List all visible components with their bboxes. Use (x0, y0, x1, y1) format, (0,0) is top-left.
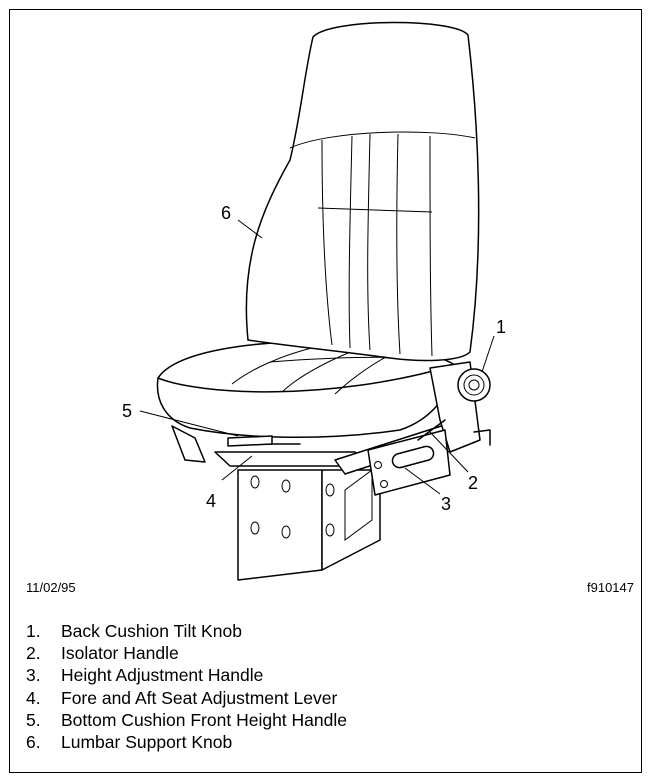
figure-frame (9, 9, 642, 773)
callout-5: 5 (122, 401, 133, 421)
front-handle (227, 435, 273, 447)
seat-backrest (245, 21, 480, 362)
legend-number: 3. (26, 665, 41, 686)
legend-number: 5. (26, 709, 41, 730)
legend-number: 2. (26, 643, 41, 664)
tilt-knob-mechanism (429, 361, 491, 453)
legend-label: Fore and Aft Seat Adjustment Lever (61, 687, 338, 708)
legend-item: 1. Back Cushion Tilt Knob (26, 620, 347, 642)
legend-label: Back Cushion Tilt Knob (61, 621, 242, 641)
callout-1: 1 (496, 317, 507, 337)
legend-number: 6. (26, 732, 41, 753)
figure-id: f910147 (587, 580, 634, 595)
legend-list: 1. Back Cushion Tilt Knob 2. Isolator Hand… (26, 620, 347, 753)
legend-item: 4. Fore and Aft Seat Adjustment Lever (26, 687, 347, 709)
legend-item: 3. Height Adjustment Handle (26, 664, 347, 686)
callout-leaders (139, 219, 495, 495)
legend-item: 6. Lumbar Support Knob (26, 731, 347, 753)
legend-label: Lumbar Support Knob (61, 732, 233, 753)
legend-number: 1. (26, 621, 41, 641)
callout-3: 3 (441, 494, 452, 514)
callout-2: 2 (468, 473, 479, 493)
height-handle-assembly (367, 419, 451, 496)
legend-label: Isolator Handle (61, 643, 179, 664)
legend-item: 2. Isolator Handle (26, 642, 347, 664)
figure-date: 11/02/95 (26, 580, 76, 595)
legend-item: 5. Bottom Cushion Front Height Handle (26, 709, 347, 731)
seat-pedestal (237, 469, 381, 581)
legend-number: 4. (26, 687, 41, 708)
callout-4: 4 (206, 491, 217, 511)
legend-label: Height Adjustment Handle (61, 665, 264, 686)
legend-label: Bottom Cushion Front Height Handle (61, 709, 347, 730)
callout-6: 6 (221, 203, 232, 223)
